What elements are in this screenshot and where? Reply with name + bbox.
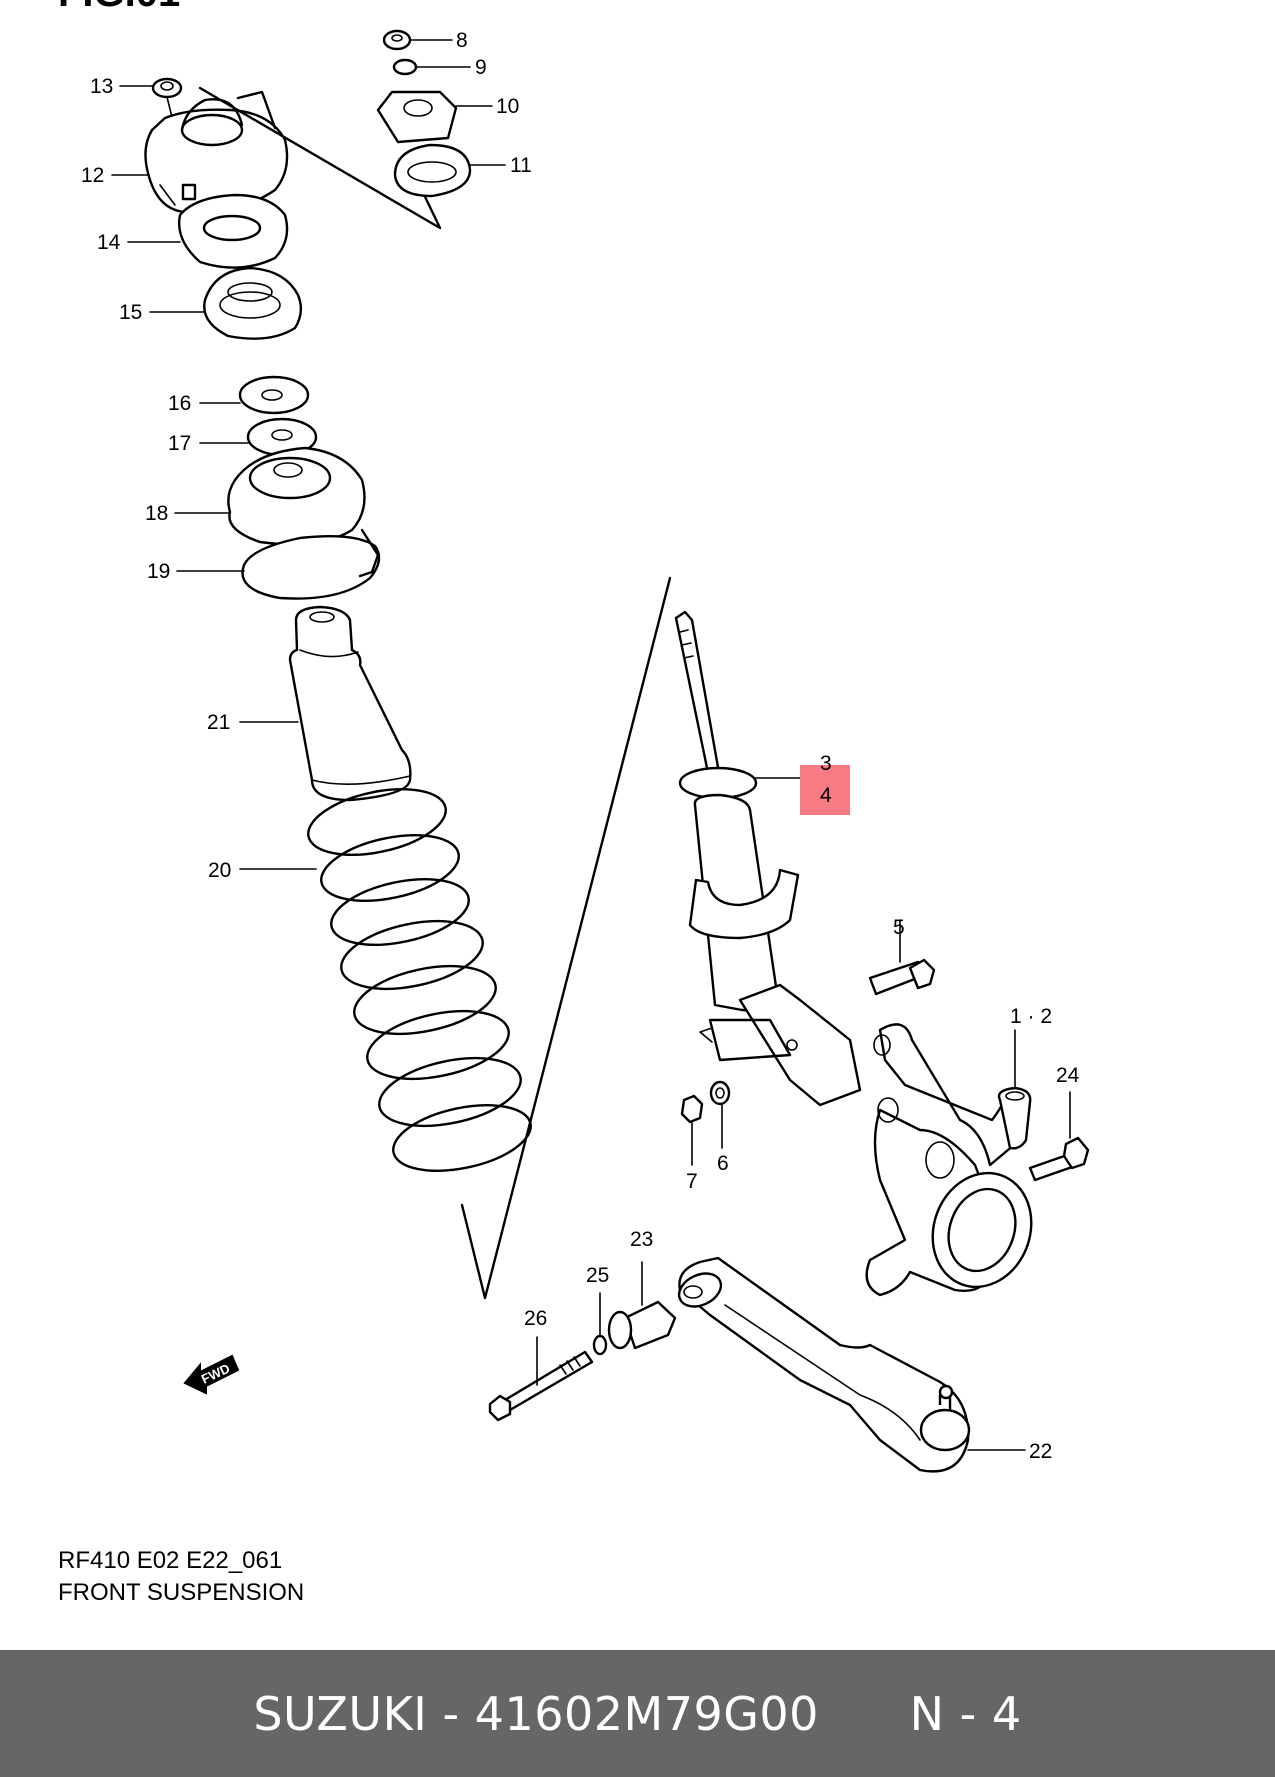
callout-5: 5	[893, 916, 905, 939]
callout-10: 10	[496, 95, 519, 118]
fwd-arrow-icon: FWD	[183, 1354, 240, 1395]
callout-6: 6	[717, 1152, 729, 1175]
footer-separator: -	[442, 1686, 460, 1741]
callout-labels: 1 · 2 3 4 5 6 7 8 9 10 11 12 13 14 15 16…	[81, 29, 1080, 1463]
callout-19: 19	[147, 560, 170, 583]
callout-24: 24	[1056, 1064, 1080, 1087]
callout-18: 18	[145, 502, 168, 525]
strut	[674, 610, 862, 1107]
highlight-box	[800, 765, 850, 815]
bolt-5	[868, 919, 936, 996]
callout-26: 26	[524, 1307, 547, 1330]
callout-7: 7	[686, 1170, 698, 1193]
callout-14: 14	[97, 231, 121, 254]
callout-20: 20	[208, 859, 231, 882]
bushing-bolt-set	[488, 1261, 677, 1422]
callout-13: 13	[90, 75, 113, 98]
fwd-label: FWD	[199, 1361, 232, 1387]
top-nut-washers	[376, 29, 506, 198]
front-suspension-drawing: FIG.01	[58, 0, 1090, 1473]
washer-6	[709, 1080, 731, 1106]
callout-21: 21	[207, 711, 230, 734]
callout-22: 22	[1029, 1440, 1052, 1463]
coil-spring	[307, 788, 532, 1172]
callout-11: 11	[510, 154, 532, 177]
footer-part-number: 41602M79G00	[474, 1686, 819, 1741]
diagram-title: FRONT SUSPENSION	[58, 1579, 305, 1606]
callout-12: 12	[81, 164, 104, 187]
callout-3: 3	[820, 752, 832, 775]
callout-4: 4	[820, 784, 832, 807]
nut-7	[680, 1094, 704, 1124]
callout-8: 8	[456, 29, 468, 52]
callout-1-2: 1 · 2	[1010, 1005, 1052, 1028]
figure-title: FIG.01	[58, 0, 180, 15]
bolt-24	[1028, 1091, 1090, 1182]
parts-diagram: FIG.01	[58, 0, 1090, 1473]
spring-seat-assembly	[227, 375, 381, 600]
dust-boot	[288, 605, 412, 802]
footer-bar: SUZUKI - 41602M79G00 N - 4	[0, 1650, 1275, 1777]
callout-17: 17	[168, 432, 191, 455]
callout-23: 23	[630, 1228, 653, 1251]
callout-25: 25	[586, 1264, 609, 1287]
diagram-code: RF410 E02 E22_061	[58, 1547, 283, 1574]
steering-knuckle	[865, 1023, 1033, 1297]
callout-16: 16	[168, 392, 191, 415]
footer-brand: SUZUKI	[253, 1686, 428, 1741]
footer-ref: N - 4	[909, 1686, 1022, 1741]
callout-9: 9	[475, 56, 487, 79]
upper-mount-assembly	[144, 77, 303, 340]
callout-15: 15	[119, 301, 142, 324]
lower-control-arm	[677, 1256, 1026, 1473]
